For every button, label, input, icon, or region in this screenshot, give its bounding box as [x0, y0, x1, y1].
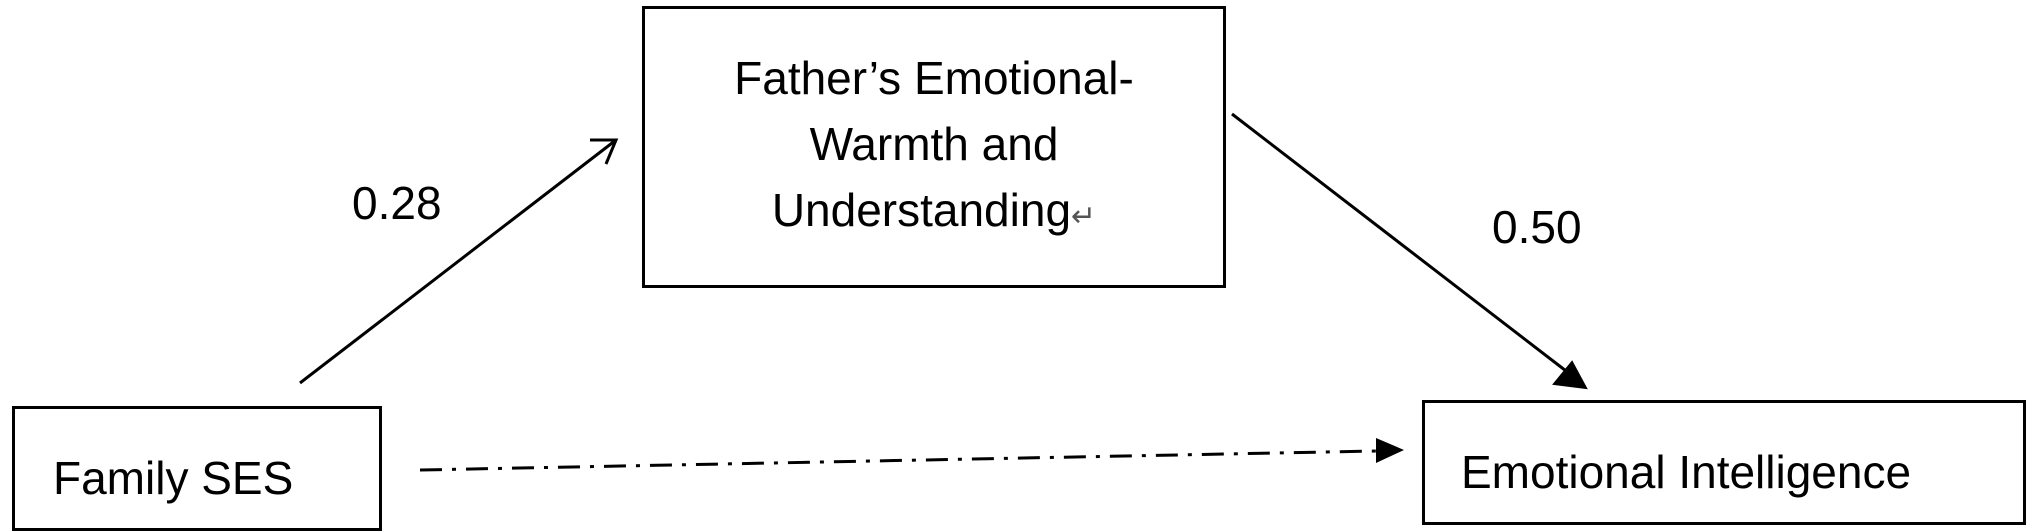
- mediator-box: Father’s Emotional- Warmth and Understan…: [642, 6, 1226, 288]
- path-c-arrow: [419, 449, 1377, 472]
- path-b-coefficient: 0.50: [1492, 201, 1582, 253]
- outcome-box: Emotional Intelligence: [1422, 400, 2026, 525]
- mediator-label-line-1: Father’s Emotional-: [734, 51, 1134, 104]
- path-c-arrowhead-icon: [1376, 438, 1404, 463]
- mediator-label-line-3-text: Understanding: [771, 183, 1072, 236]
- path-a-arrowhead-icon: [590, 138, 619, 165]
- predictor-box: Family SES: [12, 406, 382, 531]
- path-a-arrow: [299, 138, 617, 385]
- return-mark-icon: ↵: [1071, 199, 1097, 233]
- mediator-label-line-2: Warmth and: [809, 117, 1059, 170]
- predictor-label: Family SES: [53, 452, 294, 504]
- path-b-arrow: [1231, 112, 1571, 376]
- outcome-label: Emotional Intelligence: [1461, 446, 1912, 498]
- path-a-coefficient: 0.28: [352, 177, 442, 229]
- path-b-arrowhead-icon: [1552, 360, 1588, 390]
- mediator-label-line-3: Understanding↵: [772, 177, 1096, 250]
